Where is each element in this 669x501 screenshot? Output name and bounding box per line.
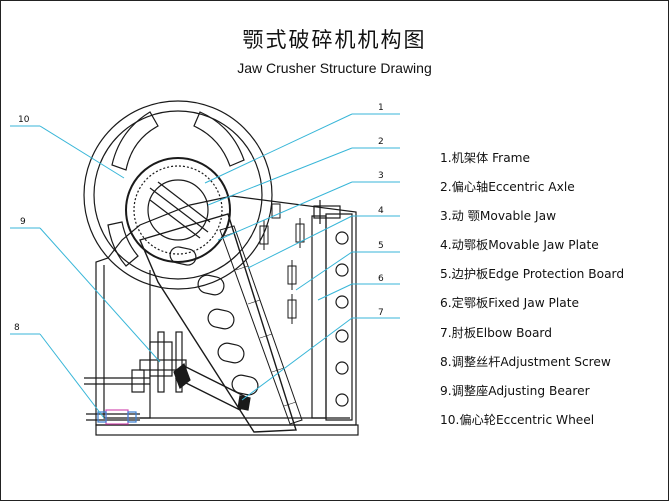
callout-9: 9 <box>20 217 26 227</box>
diagram-title-chinese: 颚式破碎机机构图 <box>242 28 427 52</box>
callout-7: 7 <box>378 308 384 318</box>
callout-6: 6 <box>378 274 384 284</box>
movable-jaw <box>139 213 297 433</box>
movable-jaw-plate <box>219 225 303 425</box>
legend-item-movable-jaw-plate: 4.动鄂板Movable Jaw Plate <box>440 238 599 253</box>
callout-2: 2 <box>378 137 384 147</box>
callout-5: 5 <box>378 241 384 251</box>
edge-protection-board <box>325 213 353 421</box>
adjustment-screw <box>84 369 150 425</box>
legend-item-adjustment-screw: 8.调整丝杆Adjustment Screw <box>440 354 611 369</box>
adjusting-bearer <box>139 331 187 393</box>
legend-item-eccentric-axle: 2.偏心轴Eccentric Axle <box>440 180 575 195</box>
frame-bolts <box>259 203 305 324</box>
legend: 1.机架体 Frame 2.偏心轴Eccentric Axle 3.动 颚Mov… <box>440 144 668 435</box>
legend-item-edge-protection-board: 5.边护板Edge Protection Board <box>440 267 625 282</box>
callout-10: 10 <box>18 115 30 125</box>
callout-8: 8 <box>14 323 20 333</box>
frame-inner-left <box>103 265 151 419</box>
callout-4: 4 <box>378 206 384 216</box>
legend-item-movable-jaw: 3.动 颚Movable Jaw <box>440 209 557 224</box>
legend-item-fixed-jaw-plate: 6.定鄂板Fixed Jaw Plate <box>440 296 580 311</box>
legend-item-adjusting-bearer: 9.调整座Adjusting Bearer <box>440 383 590 398</box>
legend-item-elbow-board: 7.肘板Elbow Board <box>440 325 552 340</box>
eccentric-wheel <box>83 100 273 290</box>
elbow-board <box>173 363 251 411</box>
callout-1: 1 <box>378 103 384 113</box>
top-clamp <box>313 205 341 219</box>
frame-base <box>95 424 359 436</box>
diagram-title-english: Jaw Crusher Structure Drawing <box>237 60 432 76</box>
fixed-plate-bolts <box>335 231 349 407</box>
fixed-jaw-plate <box>311 215 327 419</box>
legend-item-frame: 1.机架体 Frame <box>440 151 531 165</box>
callout-3: 3 <box>378 171 384 181</box>
legend-item-eccentric-wheel: 10.偏心轮Eccentric Wheel <box>440 412 595 427</box>
eccentric-axle <box>125 157 231 263</box>
